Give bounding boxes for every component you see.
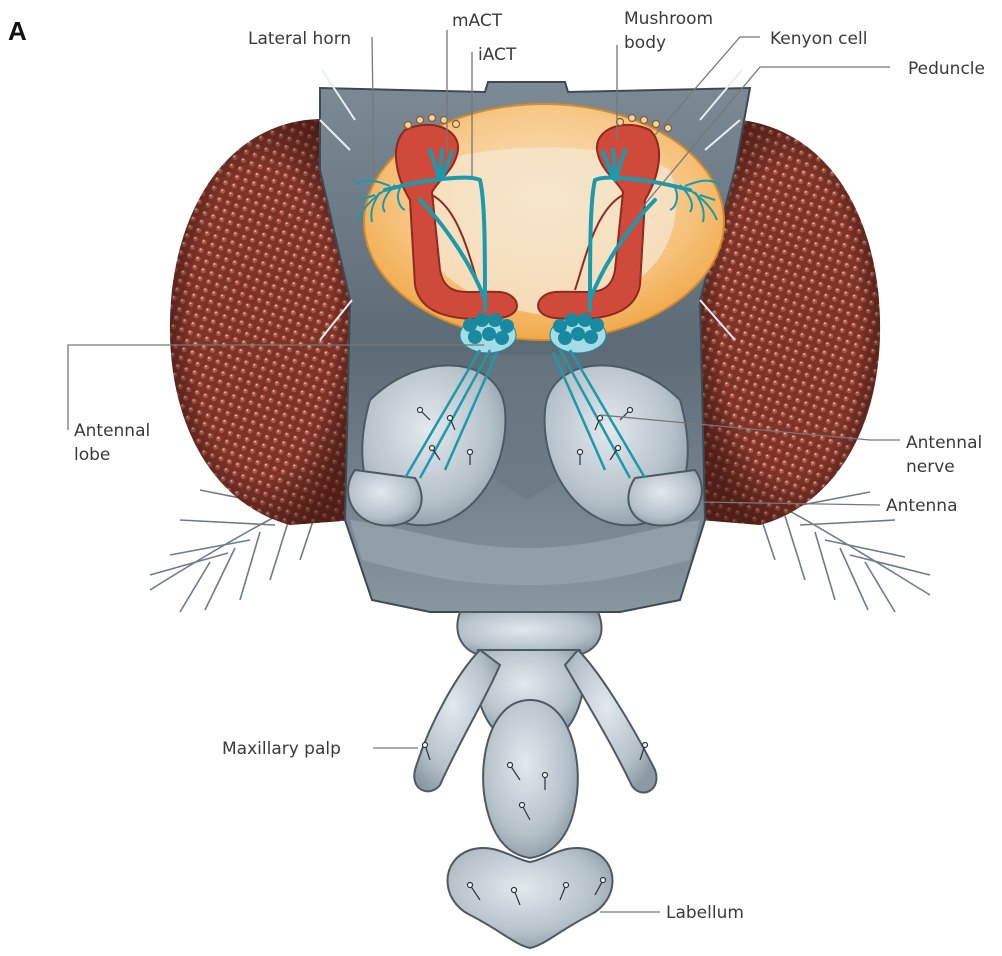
label-antenna: Antenna bbox=[886, 496, 958, 516]
haustellum bbox=[483, 700, 578, 858]
label-lateral-horn: Lateral horn bbox=[248, 29, 351, 49]
label-peduncle: Peduncle bbox=[908, 59, 985, 79]
label-antennal-lobe-line2: lobe bbox=[74, 445, 110, 465]
label-kenyon-cell: Kenyon cell bbox=[770, 29, 867, 49]
labellum bbox=[448, 848, 613, 948]
label-mact: mACT bbox=[452, 11, 503, 31]
label-antennal-lobe-line1: Antennal bbox=[74, 421, 150, 441]
label-antennal-nerve-line2: nerve bbox=[906, 457, 955, 477]
label-labellum: Labellum bbox=[666, 903, 744, 923]
right-maxillary-palp bbox=[565, 650, 656, 793]
label-maxillary-palp: Maxillary palp bbox=[222, 739, 341, 759]
label-iact: iACT bbox=[478, 45, 517, 65]
label-mushroom-body-line1: Mushroom bbox=[624, 9, 713, 29]
label-antennal-nerve-line1: Antennal bbox=[906, 433, 982, 453]
panel-letter: A bbox=[8, 16, 27, 46]
label-mushroom-body-line2: body bbox=[624, 33, 666, 53]
